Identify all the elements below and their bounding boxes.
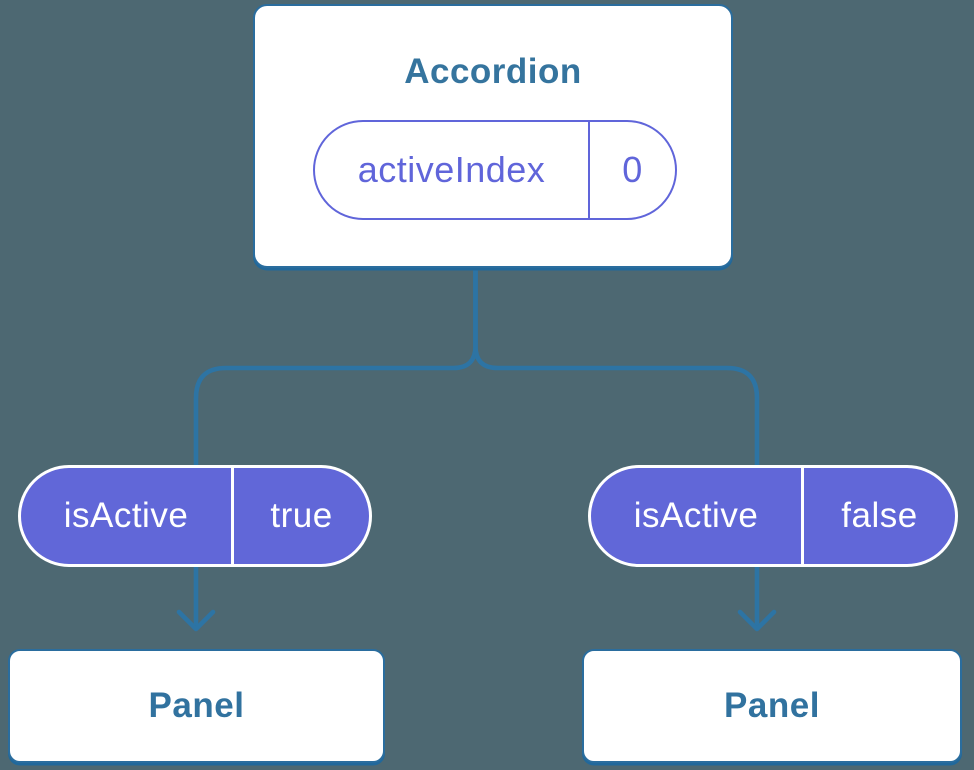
connector-right-branch [473,263,760,629]
arrow-down-icon [737,609,777,632]
state-value-label: 0 [622,149,643,190]
panel-node-right: Panel [582,649,962,763]
connector-left-branch [193,263,478,629]
accordion-node: Accordion activeIndex 0 [253,4,733,268]
state-pill-activeindex: activeIndex 0 [313,120,677,220]
panel-node-title: Panel [724,686,820,725]
panel-node-title: Panel [148,686,245,725]
prop-value-label: true [270,496,333,535]
arrow-down-icon [176,609,216,632]
prop-value-label: false [841,496,918,535]
prop-name-label: isActive [21,468,234,564]
accordion-node-title: Accordion [404,52,582,91]
prop-pill-isactive-false: isActive false [588,465,958,567]
prop-pill-isactive-true: isActive true [18,465,372,567]
state-name-label: activeIndex [315,122,590,218]
prop-name-label: isActive [591,468,804,564]
panel-node-left: Panel [8,649,385,763]
